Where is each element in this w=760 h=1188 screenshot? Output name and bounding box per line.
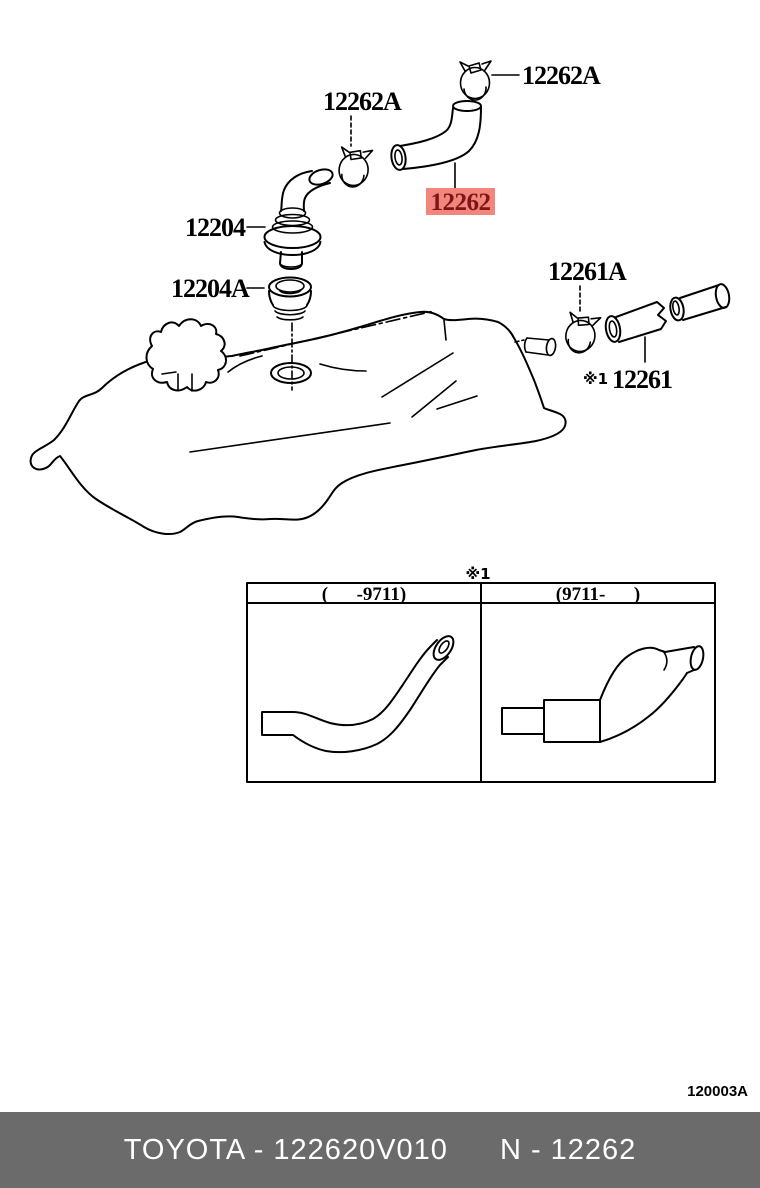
footer-reference-number: N - 12262 bbox=[499, 1133, 637, 1166]
hose-variant-later-drawing bbox=[501, 645, 705, 743]
footer-bar: TOYOTA - 122620V010 N - 12262 bbox=[0, 1112, 760, 1188]
figure-code: 120003A bbox=[687, 1083, 748, 1100]
hose-12262-drawing bbox=[390, 100, 482, 171]
highlighted-part-callout[interactable]: 12262 bbox=[426, 188, 495, 216]
clamp-12262a-mid-drawing bbox=[335, 145, 374, 190]
label-12261a[interactable]: 12261A bbox=[548, 257, 628, 286]
ref-mark-table: ※1 bbox=[465, 565, 490, 583]
ref-mark-12261: ※1 bbox=[583, 370, 608, 388]
cylinder-head-cover-drawing bbox=[29, 310, 567, 536]
label-12204a[interactable]: 12204A bbox=[171, 274, 251, 303]
hose-12261-drawing bbox=[604, 283, 731, 343]
hose-variant-early-drawing bbox=[261, 635, 455, 754]
highlight-box[interactable] bbox=[426, 188, 495, 215]
grommet-drawing bbox=[268, 276, 312, 321]
label-12204[interactable]: 12204 bbox=[185, 213, 247, 242]
parts-diagram: 12262A 12262 12262A 12204 bbox=[29, 60, 731, 783]
label-12261[interactable]: 12261 bbox=[612, 365, 673, 394]
clamp-12261a-drawing bbox=[561, 310, 602, 357]
table-header-right: (9711- ) bbox=[556, 584, 640, 605]
label-12262a-mid[interactable]: 12262A bbox=[323, 87, 403, 116]
clamp-12262a-top-drawing bbox=[459, 60, 492, 101]
footer-part-number: TOYOTA - 122620V010 bbox=[123, 1133, 448, 1166]
inset-table: ※1 ( -9711) (9711- ) bbox=[246, 565, 716, 783]
label-12262a-top[interactable]: 12262A bbox=[522, 61, 602, 90]
label-12262-highlight[interactable]: 12262 bbox=[431, 189, 492, 216]
pcv-valve-drawing bbox=[263, 168, 334, 270]
table-header-left: ( -9711) bbox=[322, 584, 406, 605]
